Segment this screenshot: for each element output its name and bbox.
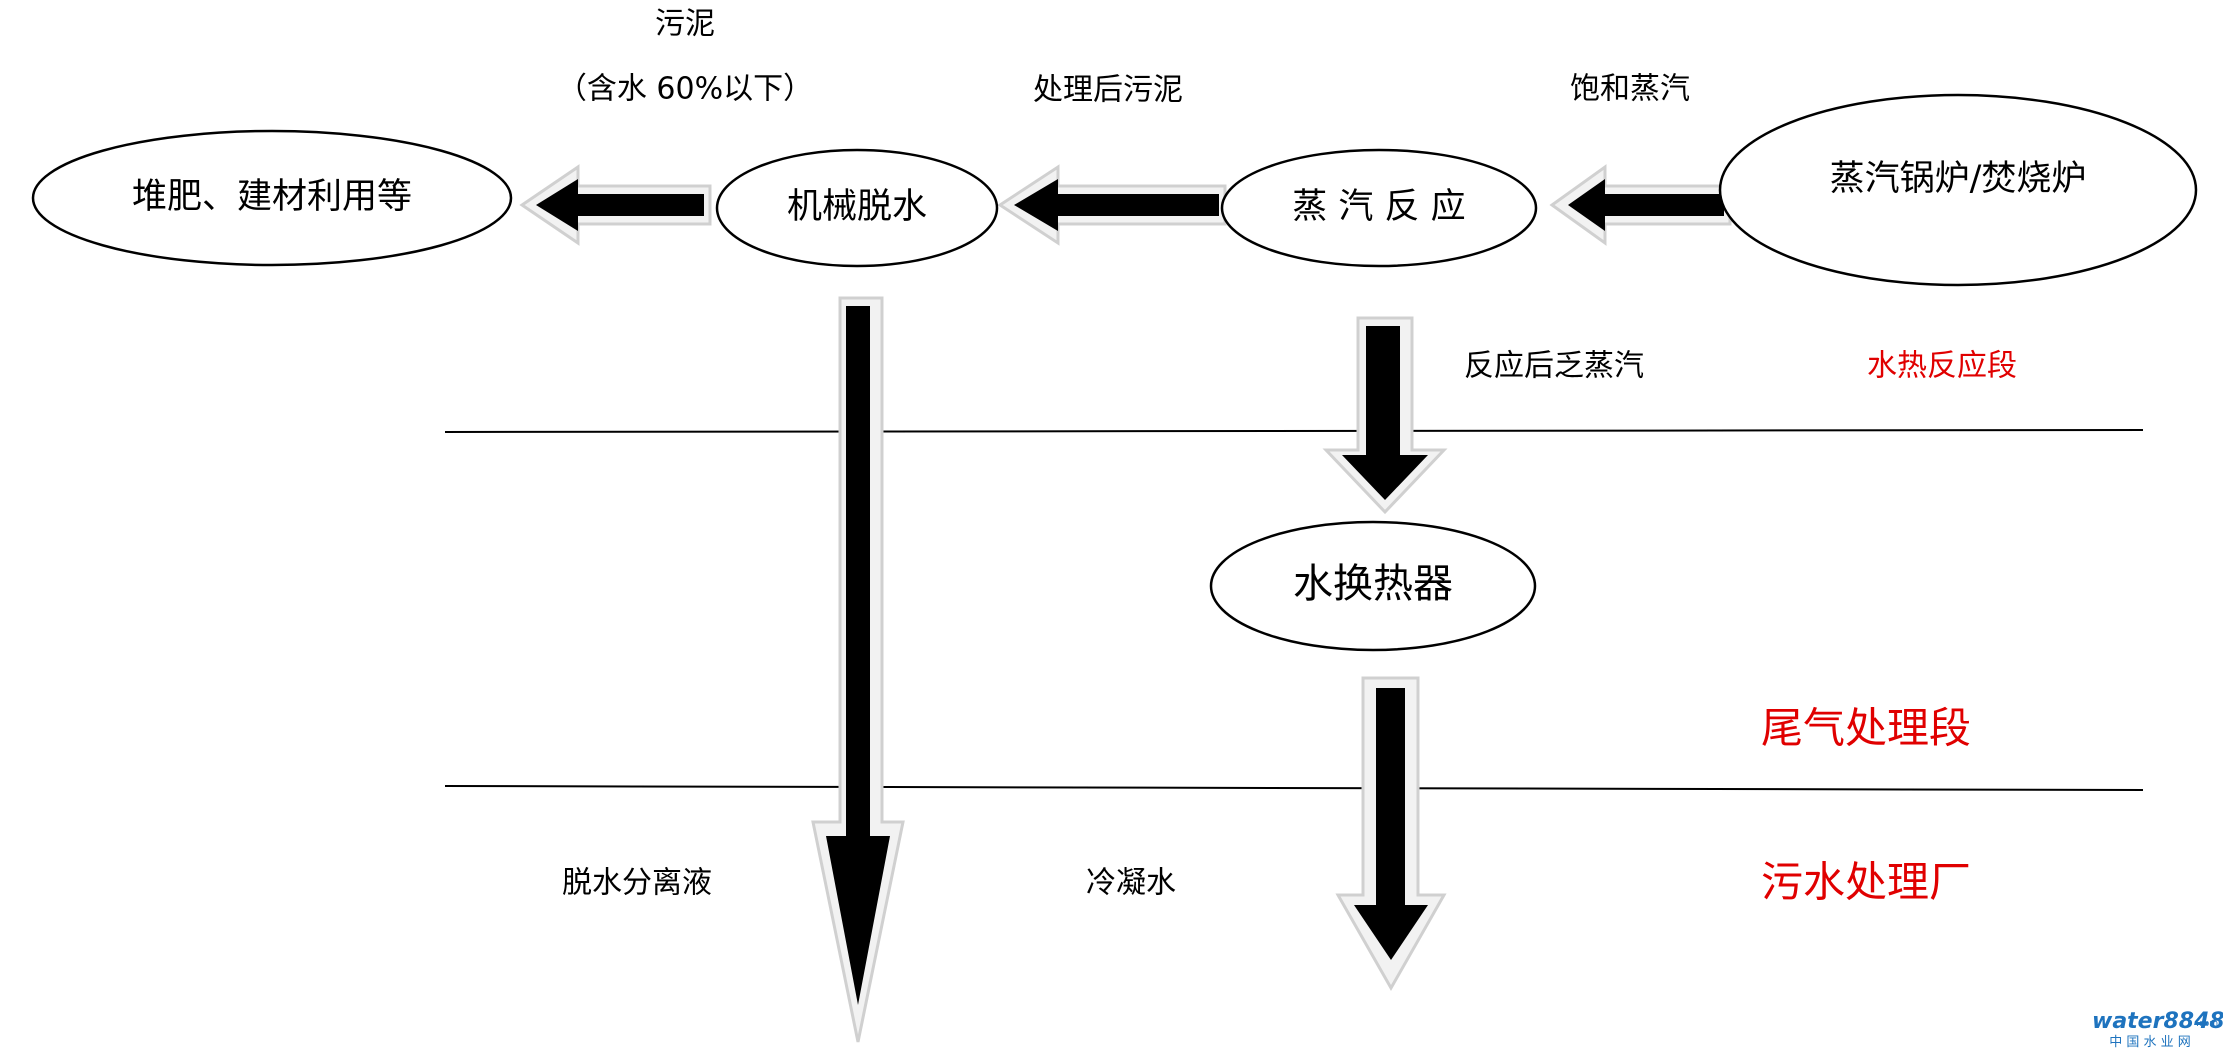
arrow-dewater-liquid bbox=[811, 296, 905, 1043]
node-steam-reaction-label: 蒸 汽 反 应 bbox=[1292, 187, 1465, 227]
node-dewater: 机械脱水 bbox=[715, 148, 999, 268]
divider-line-upper bbox=[444, 429, 2144, 433]
node-boiler: 蒸汽锅炉/焚烧炉 bbox=[1718, 93, 2198, 287]
label-post-reaction-steam: 反应后乏蒸汽 bbox=[1464, 349, 1644, 384]
divider-line-lower bbox=[444, 785, 2144, 791]
label-condensate: 冷凝水 bbox=[1086, 866, 1176, 901]
watermark-logo: water8848 .com 中 国 水 业 网 bbox=[2092, 1009, 2223, 1050]
arrow-boiler-to-reaction bbox=[1549, 164, 1732, 246]
watermark-suffix: .com bbox=[2196, 1019, 2218, 1029]
arrow-reaction-to-dewater bbox=[997, 164, 1227, 246]
section-tail-gas: 尾气处理段 bbox=[1761, 704, 1971, 753]
arrow-dewater-to-compost bbox=[519, 164, 712, 246]
node-steam-reaction: 蒸 汽 反 应 bbox=[1220, 148, 1538, 268]
node-heat-exchanger-label: 水换热器 bbox=[1293, 561, 1453, 607]
watermark-subtitle: 中 国 水 业 网 bbox=[2109, 1035, 2191, 1050]
node-compost-label: 堆肥、建材利用等 bbox=[132, 177, 412, 217]
node-compost: 堆肥、建材利用等 bbox=[31, 129, 513, 267]
label-water-content: （含水 60%以下） bbox=[557, 72, 813, 107]
arrow-condensate bbox=[1335, 676, 1447, 992]
node-dewater-label: 机械脱水 bbox=[787, 187, 927, 227]
label-treated-sludge: 处理后污泥 bbox=[1033, 73, 1183, 108]
label-saturated-steam: 饱和蒸汽 bbox=[1570, 72, 1690, 107]
section-wastewater: 污水处理厂 bbox=[1761, 858, 1971, 907]
node-heat-exchanger: 水换热器 bbox=[1209, 520, 1537, 652]
arrow-reaction-to-exchanger bbox=[1322, 316, 1448, 515]
label-dewater-liquid: 脱水分离液 bbox=[562, 866, 712, 901]
section-hydrothermal: 水热反应段 bbox=[1867, 349, 2017, 384]
watermark-brand: water8848 bbox=[2092, 1009, 2223, 1034]
node-boiler-label: 蒸汽锅炉/焚烧炉 bbox=[1830, 159, 2087, 199]
label-sludge: 污泥 bbox=[655, 7, 715, 42]
